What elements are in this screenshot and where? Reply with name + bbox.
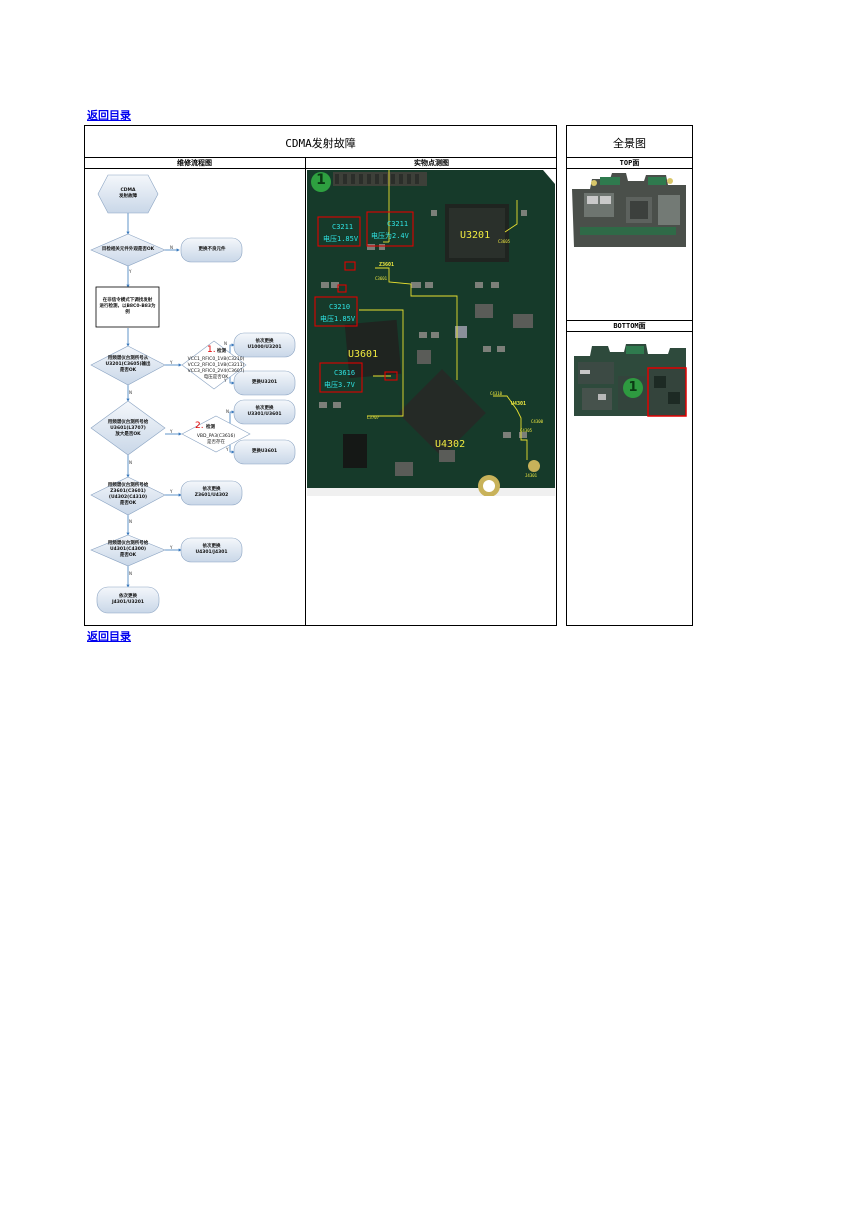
measure-c3210: C3210 bbox=[329, 303, 350, 311]
point-c3605: C3605 bbox=[498, 239, 510, 244]
flow-check-z3601: 用频谱仪台测所号给 Z3601(C3601) (U4302(C4310) 是否O… bbox=[94, 480, 162, 510]
label-y: Y bbox=[170, 545, 172, 550]
measure-c3210-voltage: 电压1.85V bbox=[320, 314, 355, 324]
back-to-index-link-top[interactable]: 返回目录 bbox=[87, 107, 131, 123]
label-n: N bbox=[129, 571, 132, 576]
measure-c3211b-voltage: 电压为2.4V bbox=[371, 231, 409, 241]
divider bbox=[566, 331, 693, 332]
back-to-index-link-bottom[interactable]: 返回目录 bbox=[87, 628, 131, 644]
flow-start: CDMA 发射故障 bbox=[100, 183, 156, 205]
label-n: N bbox=[129, 519, 132, 524]
repair-flowchart: CDMA 发射故障 目检相关元件外观是否OK 更换不良元件 在非信令模式下调找发… bbox=[86, 169, 305, 625]
flow-replace-u3601: 更换U3601 bbox=[235, 441, 294, 463]
label-y: Y bbox=[226, 447, 228, 452]
point-u4301: U4301 bbox=[511, 401, 526, 407]
measure-c3211b: C3211 bbox=[387, 220, 408, 228]
chip-u4302: U4302 bbox=[435, 439, 465, 450]
top-board-image bbox=[570, 171, 688, 249]
note-number-1: 1. bbox=[207, 345, 216, 355]
point-c4300: C4300 bbox=[531, 419, 543, 424]
point-l3707: L3707 bbox=[367, 415, 379, 420]
bottom-board-image: 1 bbox=[572, 342, 688, 418]
note-number-2: 2. bbox=[195, 421, 204, 431]
measure-c3616-voltage: 电压3.7V bbox=[324, 380, 355, 390]
label-n: N bbox=[226, 409, 229, 414]
label-n: N bbox=[170, 245, 173, 250]
column-header-flow: 维修流程图 bbox=[84, 159, 305, 168]
point-j4301: J4301 bbox=[525, 473, 537, 478]
label-y: Y bbox=[170, 360, 172, 365]
overview-marker: 1 bbox=[623, 378, 643, 398]
point-c4310: C4310 bbox=[490, 391, 502, 396]
flow-check-u4301: 用频谱仪台测所号给 U4301(C4300) 是否OK bbox=[94, 539, 162, 561]
measure-c3211-voltage: 电压1.85V bbox=[323, 234, 358, 244]
flow-end: 依次更换 J4301/U3201 bbox=[98, 588, 158, 612]
divider bbox=[566, 157, 693, 158]
overview-title: 全景图 bbox=[566, 135, 693, 151]
flow-check-u3201: 用频谱仪台测所号从 U3201(C3605)输出 是否OK bbox=[94, 353, 162, 377]
label-n: N bbox=[129, 460, 132, 465]
chip-u3201: U3201 bbox=[460, 230, 490, 241]
flow-replace-u4301-j4301: 依次更换 U4301/J4301 bbox=[182, 539, 241, 561]
board-test-point-photo: 1 C3211 电压1.85V C3211 电压为2.4V C3210 电压1.… bbox=[307, 170, 555, 496]
flow-replace-u1000-u3201: 依次更换 U1000/U3201 bbox=[235, 334, 294, 356]
flow-replace-u3201: 更换U3201 bbox=[235, 372, 294, 394]
column-header-photo: 实物点测图 bbox=[306, 159, 557, 168]
flow-check-u3601: 用频谱仪台测所号给 U3601(L3707) 放大是否OK bbox=[94, 417, 162, 441]
flow-replace-bad-part: 更换不良元件 bbox=[182, 239, 242, 261]
point-c3601: C3601 bbox=[375, 276, 387, 281]
measure-c3211: C3211 bbox=[332, 223, 353, 231]
divider bbox=[305, 157, 306, 626]
photo-marker: 1 bbox=[314, 172, 328, 188]
label-n: N bbox=[129, 390, 132, 395]
divider bbox=[566, 168, 693, 169]
divider bbox=[566, 320, 693, 321]
note2-title: 检测 bbox=[206, 424, 222, 432]
flow-replace-z3601-u4302: 依次更换 Z3601/U4302 bbox=[182, 482, 241, 504]
measure-c3616: C3616 bbox=[334, 369, 355, 377]
main-title: CDMA发射故障 bbox=[84, 135, 557, 151]
label-n: N bbox=[224, 341, 227, 346]
chip-u3601: U3601 bbox=[348, 349, 378, 360]
flow-replace-u3301-u3601: 依次更换 U3301/U3601 bbox=[235, 401, 294, 423]
flow-check-visual: 目检相关元件外观是否OK bbox=[90, 244, 166, 256]
divider bbox=[84, 157, 557, 158]
label-y: Y bbox=[224, 378, 226, 383]
flow-nonsignaling-step: 在非信令模式下调找发射 进行检测，以B8C0-B83为 例 bbox=[97, 288, 158, 326]
note1-title: 检测 bbox=[217, 348, 233, 356]
label-y: Y bbox=[129, 269, 131, 274]
label-y: Y bbox=[170, 429, 172, 434]
label-y: Y bbox=[170, 489, 172, 494]
point-z3601: Z3601 bbox=[379, 262, 394, 268]
point-c4305: C4305 bbox=[520, 428, 532, 433]
top-side-label: TOP面 bbox=[566, 159, 693, 168]
bottom-side-label: BOTTOM面 bbox=[566, 322, 693, 331]
